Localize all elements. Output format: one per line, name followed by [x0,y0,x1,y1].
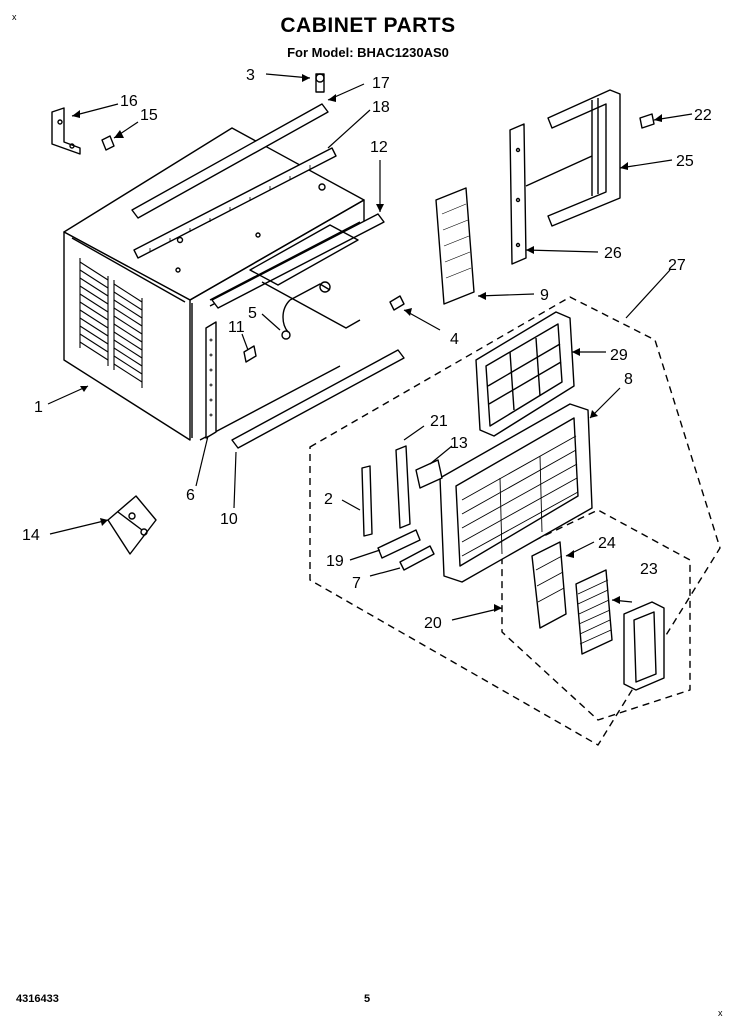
block-19 [377,529,421,559]
callout-24: 24 [598,535,616,552]
screw-5 [281,330,291,340]
callout-3: 3 [246,67,255,84]
pad-13 [415,459,443,489]
gasket-12 [211,213,385,309]
part-number: 4316433 [16,993,59,1005]
foam-panel-9 [435,187,475,305]
callout-2: 2 [324,491,333,508]
callout-9: 9 [540,287,549,304]
callout-1: 1 [34,399,43,416]
callout-25: 25 [676,153,694,170]
corner-mark-top-left: x [12,12,17,22]
front-assembly-boundary [309,296,721,746]
strip-2 [361,465,373,537]
callout-26: 26 [604,245,622,262]
gasket-10 [231,349,405,449]
callout-15: 15 [140,107,158,124]
callout-6: 6 [186,487,195,504]
filter-29 [475,311,575,437]
side-strip-26 [509,123,527,265]
strip-21 [395,445,411,529]
callout-5: 5 [248,305,257,322]
gasket-6 [205,321,217,439]
screw-15 [101,135,115,151]
top-rail-17 [131,103,329,219]
screw-3 [315,73,325,93]
screw-4 [389,295,405,311]
block-7 [399,545,435,571]
callout-10: 10 [220,511,238,528]
callout-19: 19 [326,553,344,570]
callout-29: 29 [610,347,628,364]
callout-13: 13 [450,435,468,452]
louver-frame [623,601,665,691]
louver-assembly-boundary [501,509,691,721]
callout-22: 22 [694,107,712,124]
gasket-18 [133,147,337,259]
callout-4: 4 [450,331,459,348]
callout-20: 20 [424,615,442,632]
callout-7: 7 [352,575,361,592]
page-title: CABINET PARTS [280,14,456,37]
hardware-bag-14 [107,495,157,555]
callout-18: 18 [372,99,390,116]
page-number: 5 [364,993,371,1005]
callout-23: 23 [640,561,658,578]
side-frame-25 [547,89,621,227]
callout-17: 17 [372,75,390,92]
callout-11: 11 [228,319,245,336]
corner-mark-bottom-right: x [718,1008,723,1018]
callout-14: 14 [22,527,40,544]
cabinet-shell [63,127,365,441]
louver-24 [531,541,567,629]
screw-22 [639,113,655,129]
callout-16: 16 [120,93,138,110]
louver-23 [575,569,613,655]
callout-12: 12 [370,139,388,156]
callout-27: 27 [668,257,686,274]
model-subtitle: For Model: BHAC1230AS0 [287,45,449,60]
screw-11 [243,345,257,363]
callout-21: 21 [430,413,448,430]
callout-8: 8 [624,371,633,388]
